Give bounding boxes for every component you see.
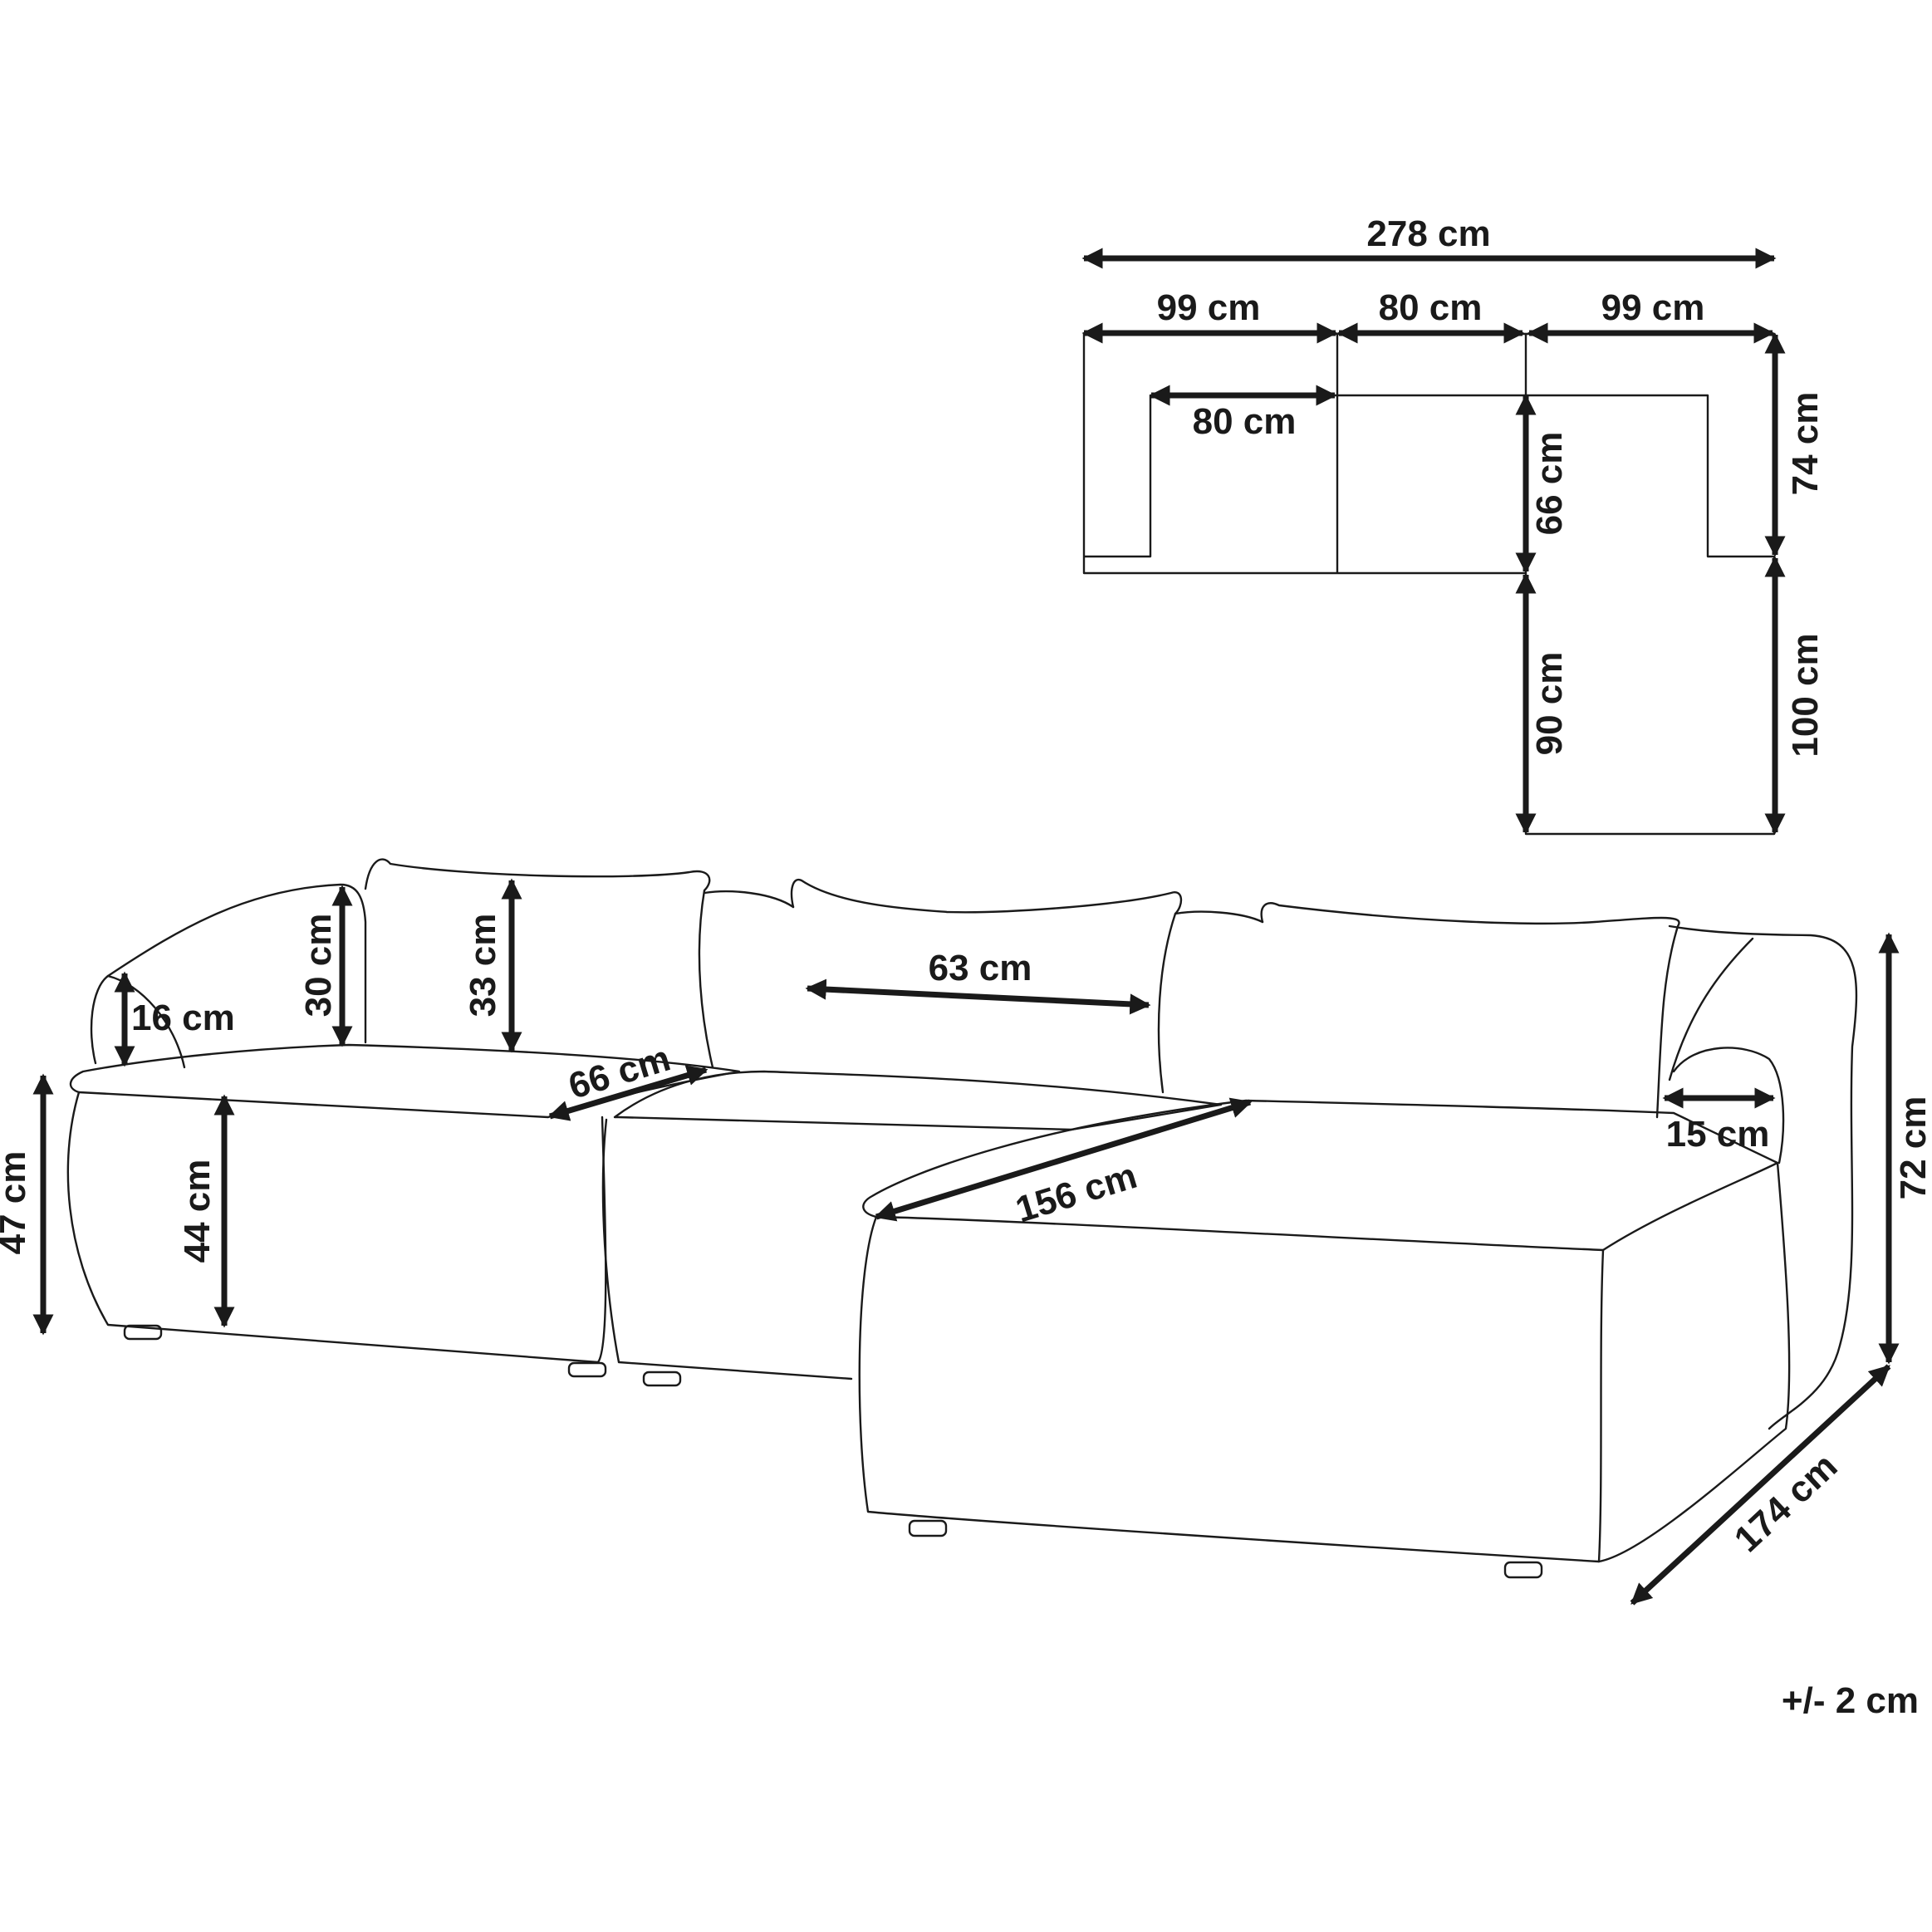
back-cushion-height-label: 30 cm [298,914,339,1017]
floor-plan: 278 cm 99 cm 80 cm 99 cm 80 cm 66 cm 74 … [1081,213,1826,836]
sofa-illustration: 16 cm 30 cm 33 cm 63 cm 66 cm 47 cm 44 c… [0,858,1932,1606]
chaise-seat-module [862,1099,1779,1252]
chaise-back-cushion [1260,902,1680,1119]
pillow-width-label: 63 cm [929,948,1032,988]
chaise-seat-front [858,1215,1605,1563]
tolerance-note: +/- 2 cm [1782,1680,1919,1721]
left-back-cushion-side [703,890,795,909]
middle-seat-front [601,1118,853,1380]
left-width-label: 99 cm [1157,287,1261,328]
arm-width-label: 15 cm [1666,1114,1770,1155]
left-middle-foot [567,1361,607,1378]
pillow-width-arrow [805,978,1151,1015]
chaise-length-label: 100 cm [1785,633,1826,757]
middle-back-cushion [790,878,1183,1094]
middle-width-label: 80 cm [1379,287,1483,328]
plan-outline [1082,332,1776,836]
right-width-label: 99 cm [1601,287,1705,328]
chaise-seat-length-arrow [874,1097,1253,1222]
seat-depth-chaise-label: 66 cm [1529,432,1570,536]
left-armrest [90,883,367,1065]
middle-foot [642,1371,682,1387]
armrest-height-label: 16 cm [131,998,235,1038]
right-armrest-inner [1668,937,1785,1165]
total-width-label: 278 cm [1366,213,1490,254]
left-foot [123,1324,163,1341]
middle-back-cushion-side [1174,910,1264,924]
left-seat-front [66,1091,607,1364]
back-depth-label: 74 cm [1785,392,1826,496]
back-height-label: 72 cm [1893,1096,1932,1200]
seat-height-label: 44 cm [177,1160,218,1263]
chaise-depth-arrow [1630,1364,1891,1606]
middle-seat-module [613,1070,1223,1131]
total-height-label: 47 cm [0,1151,33,1255]
right-armrest [1668,924,1858,1430]
left-back-cushion [364,858,714,1069]
chaise-front-foot [908,1519,948,1537]
chaise-back-foot [1503,1561,1543,1579]
pillow-height-label: 33 cm [463,914,503,1017]
seat-depth-arrow [547,1065,709,1121]
chaise-extension-label: 90 cm [1529,652,1570,756]
seat-depth-left-label: 80 cm [1193,401,1297,442]
